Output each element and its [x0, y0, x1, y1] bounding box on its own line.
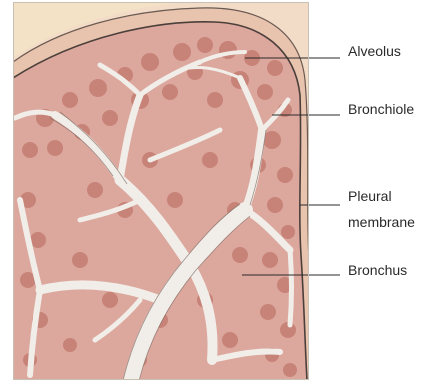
label-pleural-line1: Pleural — [348, 188, 392, 205]
label-bronchiole: Bronchiole — [348, 101, 414, 118]
label-alveolus: Alveolus — [348, 43, 401, 60]
label-bronchus: Bronchus — [348, 262, 407, 279]
illustration-frame — [13, 2, 309, 380]
label-pleural-line2: membrane — [348, 214, 415, 231]
